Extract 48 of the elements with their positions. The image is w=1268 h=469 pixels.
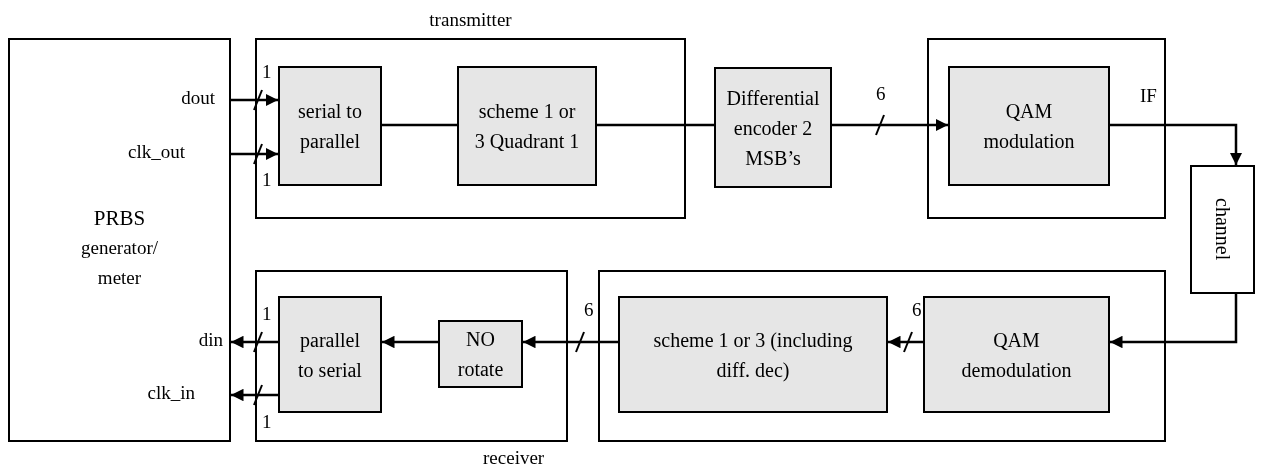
edge-label: IF xyxy=(1140,86,1157,105)
process-box xyxy=(714,67,832,188)
box-label: QAM modulation xyxy=(982,99,1076,154)
port-label: clk_in xyxy=(147,383,195,402)
generator-box xyxy=(8,38,231,442)
connector-arrow xyxy=(231,388,278,402)
box-label: scheme 1 or 3 (including diff. dec) xyxy=(653,327,853,384)
connector-arrow xyxy=(832,118,948,132)
edge-label: 6 xyxy=(584,300,594,319)
group-heading: transmitter xyxy=(428,8,513,32)
connector-arrow xyxy=(1110,294,1238,349)
module-box xyxy=(255,270,568,442)
channel-box xyxy=(1190,165,1255,294)
box-label: channel xyxy=(1212,198,1233,261)
port-label: clk_out xyxy=(128,142,185,161)
connector-arrow xyxy=(231,93,278,107)
process-box xyxy=(618,296,888,413)
process-box xyxy=(278,66,382,186)
box-label: PRBS xyxy=(93,205,146,232)
process-box xyxy=(948,66,1110,186)
edge-label: 1 xyxy=(262,412,272,431)
process-box xyxy=(923,296,1110,413)
edge-label: 1 xyxy=(262,304,272,323)
edge-label: 1 xyxy=(262,170,272,189)
box-label: serial to parallel xyxy=(298,99,362,155)
connector-arrow xyxy=(231,147,278,161)
connector-arrow xyxy=(888,335,923,349)
connector-arrow xyxy=(231,335,278,349)
edge-label: 1 xyxy=(262,62,272,81)
connector-arrow xyxy=(523,335,618,349)
module-box xyxy=(598,270,1166,442)
box-label: Differential encoder 2 MSB’s xyxy=(725,85,821,171)
edge-label: 6 xyxy=(876,84,886,103)
box-label: NO rotate xyxy=(456,327,505,382)
process-box xyxy=(457,66,597,186)
box-label: QAM demodulation xyxy=(960,327,1073,383)
process-box xyxy=(278,296,382,413)
connector-arrow xyxy=(382,335,438,349)
connector-arrow xyxy=(1110,123,1243,165)
section-label: receiver xyxy=(483,448,545,467)
port-label: dout xyxy=(181,88,215,107)
box-label: scheme 1 or 3 Quadrant 1 xyxy=(473,99,581,154)
module-box xyxy=(927,38,1166,219)
process-box xyxy=(438,320,523,388)
box-label: parallel to serial xyxy=(297,327,363,383)
edge-label: 6 xyxy=(912,300,922,319)
box-label: generator/ meter xyxy=(80,236,159,290)
port-label: din xyxy=(198,330,223,349)
